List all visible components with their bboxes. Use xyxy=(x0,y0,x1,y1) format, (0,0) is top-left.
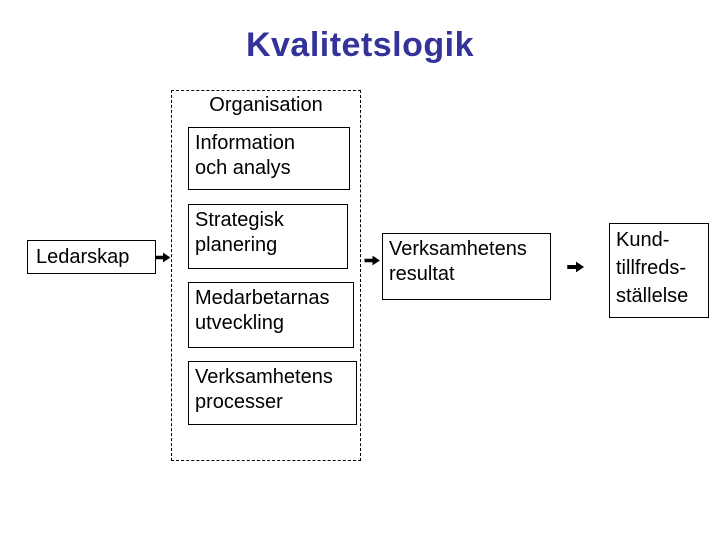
box-line: ställelse xyxy=(616,285,689,307)
right-arrow-icon xyxy=(364,255,380,266)
ledarskap-box: Ledarskap xyxy=(27,240,156,274)
box-line: Kund- xyxy=(616,229,670,251)
right-arrow-icon xyxy=(567,261,585,273)
box-line: Strategisk xyxy=(195,209,284,231)
medarbetarnas-utveckling-box: Medarbetarnas utveckling xyxy=(188,282,354,348)
organisation-group-frame xyxy=(171,90,361,461)
box-line: Information xyxy=(195,132,296,154)
box-line: Verksamhetens xyxy=(195,366,333,388)
verksamhetens-processer-box: Verksamhetens processer xyxy=(188,361,357,425)
box-line: Ledarskap xyxy=(36,245,130,268)
box-line: utveckling xyxy=(195,312,284,334)
box-line: och analys xyxy=(195,157,291,179)
kundtillfredsstallelse-box: Kund- tillfreds- ställelse xyxy=(609,223,709,318)
box-line: processer xyxy=(195,391,283,413)
page-title: Kvalitetslogik xyxy=(245,26,475,64)
box-line: resultat xyxy=(389,263,455,285)
organisation-group-label: Organisation xyxy=(209,94,323,116)
right-arrow-icon xyxy=(155,252,171,263)
box-line: Medarbetarnas xyxy=(195,287,330,309)
verksamhetens-resultat-box: Verksamhetens resultat xyxy=(382,233,551,300)
information-och-analys-box: Information och analys xyxy=(188,127,350,190)
box-line: planering xyxy=(195,234,278,256)
box-line: Verksamhetens xyxy=(389,238,527,260)
strategisk-planering-box: Strategisk planering xyxy=(188,204,348,269)
box-line: tillfreds- xyxy=(616,257,687,279)
